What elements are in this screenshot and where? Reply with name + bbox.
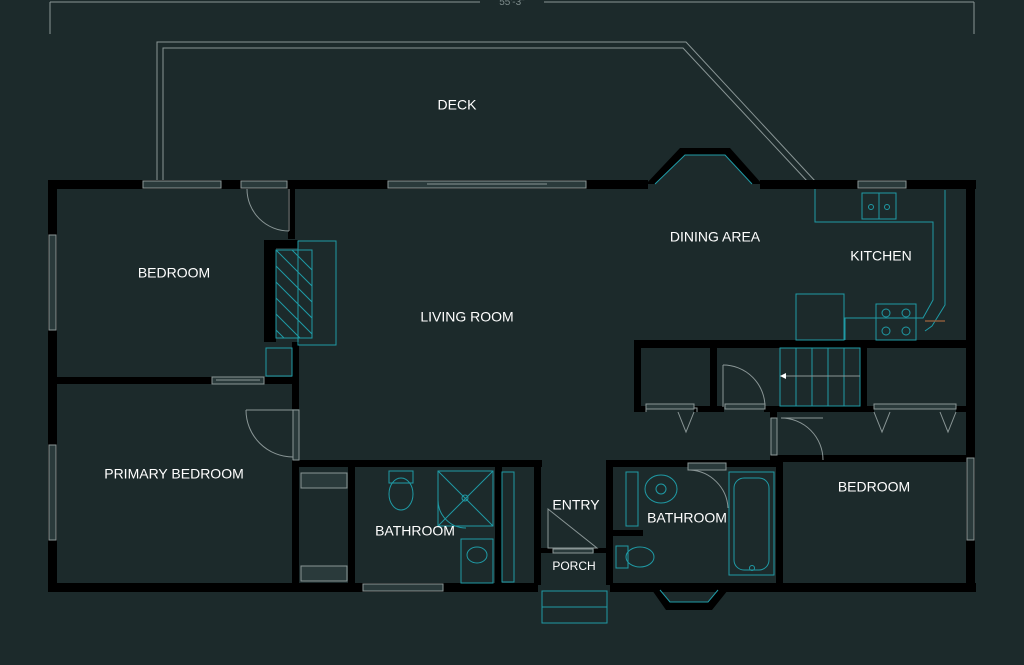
- overall-dimension: 55'-3": [49, 0, 975, 34]
- fireplace: [264, 240, 337, 377]
- porch-steps: [541, 590, 608, 624]
- label-porch: PORCH: [552, 559, 595, 573]
- room-labels: DECK DINING AREA KITCHEN BEDROOM LIVING …: [104, 97, 911, 573]
- label-entry: ENTRY: [552, 497, 600, 513]
- bay-window-bathroom: [652, 589, 728, 610]
- label-dining-area: DINING AREA: [670, 229, 761, 245]
- doors: [211, 188, 957, 582]
- label-bedroom-nw: BEDROOM: [138, 265, 210, 281]
- bay-window-dining: [646, 148, 762, 185]
- label-kitchen: KITCHEN: [850, 248, 911, 264]
- kitchen-fixtures: [795, 189, 946, 341]
- label-primary-bedroom: PRIMARY BEDROOM: [104, 466, 244, 482]
- stairs: [779, 347, 861, 407]
- label-deck: DECK: [438, 97, 478, 113]
- exterior-walls: [48, 180, 976, 592]
- label-bedroom-se: BEDROOM: [838, 479, 910, 495]
- label-bathroom-left: BATHROOM: [375, 523, 455, 539]
- bathroom-right-fixtures: [615, 471, 775, 576]
- dimension-label: 55'-3": [499, 0, 525, 8]
- label-bathroom-right: BATHROOM: [647, 510, 727, 526]
- interior-walls: [57, 189, 966, 585]
- bathroom-left-fixtures: [388, 470, 515, 584]
- deck-outline: [156, 41, 817, 183]
- windows: [48, 180, 975, 592]
- label-living-room: LIVING ROOM: [420, 309, 513, 325]
